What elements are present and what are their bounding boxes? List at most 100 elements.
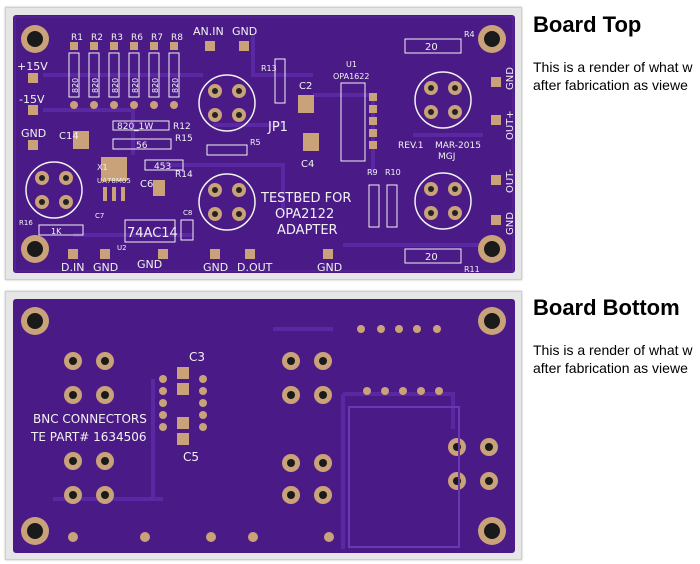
right-edge-pads [491,77,501,225]
resistor-ref-r8: R8 [171,33,183,43]
resistor-r15 [112,138,172,150]
c7-ref: C7 [95,212,104,220]
label-d-out: D.OUT [237,261,273,273]
label-out-minus: OUT- [505,169,515,193]
resistor-value-r7: 820 [151,78,160,93]
r16-ref: R16 [19,219,33,227]
bottom-edge-pads [68,249,333,259]
r12-power: 820_1W [117,122,153,132]
r12-ref: R12 [173,122,191,132]
resistor-array [68,42,180,109]
label-out-plus: OUT+ [505,110,515,140]
regulator-ua78m05 [101,157,127,181]
resistor-r4 [404,38,462,54]
c3-ref: C3 [189,350,205,364]
regulator-part: UA78M05 [97,177,131,185]
revision: REV.1 [398,141,424,151]
label-gnd-right-bottom: GND [505,212,515,235]
connector-label-line1: BNC CONNECTORS [33,412,147,426]
board-outline [14,16,514,272]
label-gnd-top: GND [232,25,257,38]
label-gnd-left: GND [21,127,46,140]
label-d-in: D.IN [61,261,84,273]
resistor-r16 [38,224,84,236]
x1-ref: X1 [97,163,108,172]
resistor-value-r3: 820 [111,78,120,93]
connector-label-line2: TE PART# 1634506 [30,430,147,444]
resistor-value-r6: 820 [131,78,140,93]
u1-part: OPA1622 [333,72,369,81]
capacitor-c8 [180,219,194,241]
bottom-board-card: BNC CONNECTORS TE PART# 1634506 C3 C5 [5,291,522,560]
r4-value: 20 [425,42,438,53]
resistor-r11 [404,248,462,264]
r10-ref: R10 [385,168,401,177]
r14-ref: R14 [175,170,193,180]
date-code: MAR-2015 [435,141,481,151]
label-plus15v: +15V [17,60,48,73]
label-gnd-bottom-4: GND [317,261,342,273]
bottom-board-substrate [13,299,515,553]
bottom-ground-pour [348,406,460,548]
r9-ref: R9 [367,168,378,177]
resistor-value-r1: 820 [71,78,80,93]
ic-u2 [124,219,176,243]
c2-ref: C2 [299,81,312,92]
section-text-line-1: This is a render of what w [533,59,693,75]
resistor-r12 [112,120,170,131]
initials: MGJ [438,152,455,162]
resistor-r5 [206,144,248,156]
u1-pads [369,93,377,149]
resistor-ref-r6: R6 [131,33,143,43]
u2-ref: U2 [117,244,127,252]
section-text-line-2: after fabrication as viewe [533,360,688,376]
r5-ref: R5 [250,138,261,147]
resistor-ref-r7: R7 [151,33,163,43]
section-text-line-2: after fabrication as viewe [533,77,688,93]
label-gnd-right-top: GND [505,67,515,90]
label-gnd-bottom-2: GND [137,258,162,271]
r13-ref: R13 [261,64,277,73]
c14-ref: C14 [59,131,79,142]
label-gnd-bottom-1: GND [93,261,118,273]
jp1-ref: JP1 [267,120,288,135]
section-top: Board Top This is a render of what w aft… [533,12,700,94]
capacitor-c14 [73,131,89,149]
r16-value: 1K [51,227,62,236]
section-bottom: Board Bottom This is a render of what w … [533,295,700,377]
resistor-r10 [386,184,398,228]
mounting-holes [21,25,506,263]
r15-value: 56 [136,141,148,151]
resistor-ref-r1: R1 [71,33,83,43]
label-an-in: AN.IN [193,25,224,38]
resistor-ref-r2: R2 [91,33,103,43]
bottom-board-render: BNC CONNECTORS TE PART# 1634506 C3 C5 [13,299,515,553]
resistor-value-r8: 820 [171,78,180,93]
resistor-r14 [144,159,184,171]
power-pads [28,73,38,150]
bnc-footprints [25,71,472,231]
top-board-card: R1 R2 R3 R6 R7 R8 820 820 820 820 820 82… [5,7,522,280]
u2-part: 74AC14 [127,226,178,241]
section-heading-board-top: Board Top [533,12,642,37]
traces [43,35,493,247]
capacitor-c6 [153,180,165,196]
title-line-1: TESTBED FOR [260,191,351,206]
r4-ref: R4 [464,30,475,39]
title-line-2: OPA2122 [275,207,334,222]
label-minus15v: -15V [19,93,45,106]
section-text-line-1: This is a render of what w [533,342,693,358]
bottom-smd-pads [68,325,443,542]
title-line-3: ADAPTER [277,223,338,238]
c6-ref: C6 [140,179,153,190]
resistor-r13 [274,58,286,104]
resistor-ref-r3: R3 [111,33,123,43]
r14-value: 453 [154,162,171,172]
r15-ref: R15 [175,134,193,144]
resistor-r9 [368,184,380,228]
bottom-mounting-holes [21,307,506,545]
c4-ref: C4 [301,159,314,170]
u1-ref: U1 [346,60,357,69]
ic-u1 [340,82,366,162]
r11-ref: R11 [464,265,480,273]
